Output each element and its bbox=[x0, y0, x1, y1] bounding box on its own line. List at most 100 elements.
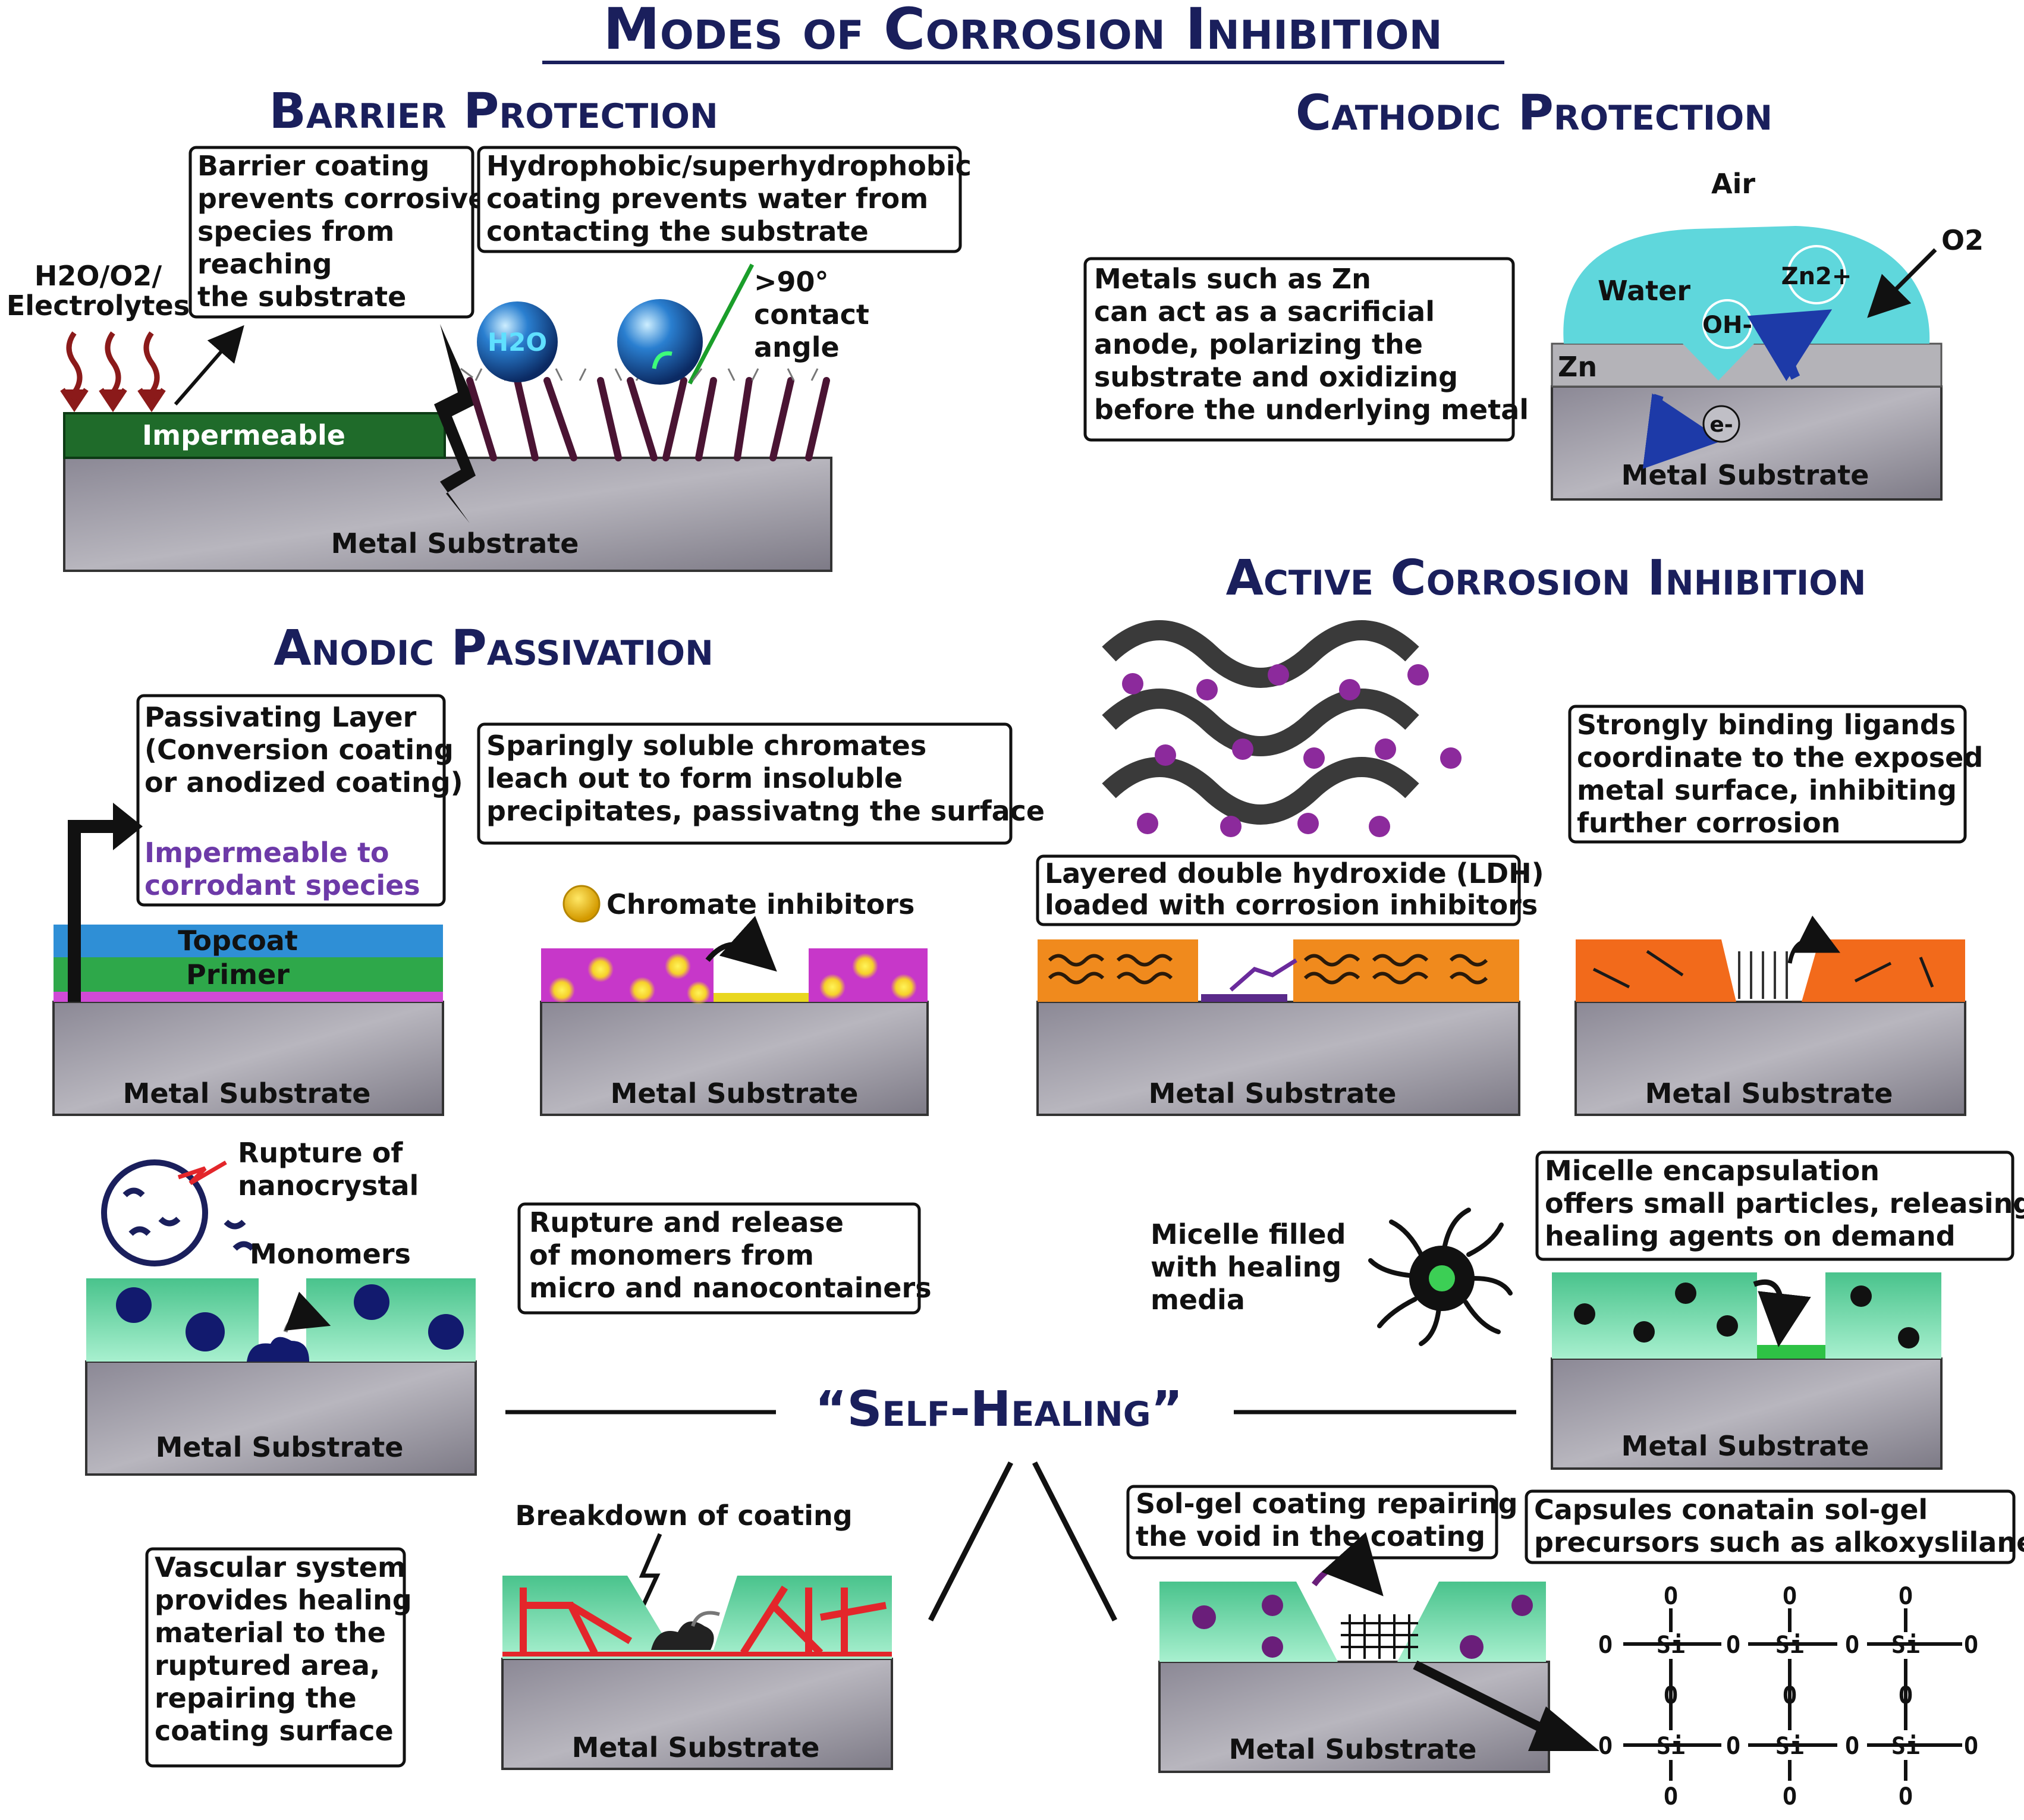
zn-ion-arrow bbox=[1747, 309, 1833, 382]
self-healing-substrate-4-label: Metal Substrate bbox=[1229, 1733, 1477, 1765]
micelle-box-line2: offers small particles, releasing bbox=[1545, 1187, 2024, 1219]
cathodic-section: Cathodic Protection Air Metals such as Z… bbox=[1083, 85, 1984, 501]
container-coating-left bbox=[86, 1278, 259, 1362]
anodic-section: Anodic Passivation Passivating Layer (Co… bbox=[52, 620, 1045, 1116]
barrier-box1-line4: reaching bbox=[197, 248, 332, 280]
solgel-big-arrowhead bbox=[1528, 1706, 1599, 1751]
release-line3: micro and nanocontainers bbox=[529, 1272, 932, 1304]
barrier-arrow bbox=[174, 325, 244, 406]
water-label: Water bbox=[1598, 275, 1690, 307]
self-healing-substrate-1-label: Metal Substrate bbox=[156, 1431, 404, 1463]
incoming-species-line1: H2O/O2/ bbox=[34, 260, 162, 292]
ldh-inhibitor-film bbox=[1201, 994, 1287, 1002]
passivating-box bbox=[136, 694, 446, 907]
solgel-big-arrow bbox=[1413, 1660, 1560, 1741]
main-title: Modes of Corrosion Inhibition bbox=[603, 0, 1442, 62]
rupture-line1: Rupture of bbox=[238, 1137, 403, 1169]
o-atom: O bbox=[1664, 1682, 1678, 1709]
self-healing-substrate-3 bbox=[501, 1658, 893, 1770]
impermeable-layer bbox=[63, 412, 446, 459]
self-healing-substrate-2-label: Metal Substrate bbox=[1621, 1430, 1869, 1462]
self-healing-branch-left bbox=[928, 1461, 1014, 1622]
o-atom: O bbox=[1899, 1583, 1913, 1610]
silica-network: Si Si Si Si Si Si O O O O O O O O O O O … bbox=[1598, 1583, 1978, 1810]
self-healing-substrate-3-label: Metal Substrate bbox=[572, 1731, 820, 1764]
vascular-line2: provides healing bbox=[155, 1584, 412, 1616]
solgel-capsules bbox=[1192, 1595, 1533, 1659]
si-atom: Si bbox=[1891, 1733, 1920, 1760]
ldh-waves bbox=[1102, 620, 1419, 825]
water-droplet-label: H2O bbox=[488, 328, 547, 357]
chromate-label: Chromate inhibitors bbox=[606, 888, 914, 920]
electron-arrow bbox=[1642, 393, 1723, 469]
topcoat-label: Topcoat bbox=[178, 925, 298, 957]
o-atom: O bbox=[1598, 1733, 1613, 1760]
self-healing-branch-right bbox=[1032, 1461, 1118, 1622]
si-atom: Si bbox=[1775, 1632, 1804, 1659]
ligand-arrow bbox=[1787, 915, 1841, 964]
cathodic-line3: anode, polarizing the bbox=[1094, 328, 1423, 360]
micelle-healed-film bbox=[1757, 1345, 1825, 1359]
micelle-line3: media bbox=[1151, 1284, 1245, 1316]
solgel-line2: the void in the coating bbox=[1136, 1520, 1485, 1552]
cathodic-box bbox=[1083, 257, 1515, 442]
anodic-substrate-2 bbox=[540, 1001, 929, 1116]
active-heading: Active Corrosion Inhibition bbox=[1226, 550, 1866, 606]
self-healing-substrate-2 bbox=[1551, 1357, 1943, 1470]
barrier-coating-box bbox=[188, 146, 474, 319]
vascular-line4: ruptured area, bbox=[155, 1649, 380, 1681]
vascular-coating bbox=[502, 1576, 892, 1659]
passivating-line2: (Conversion coating bbox=[144, 734, 454, 766]
o-atom: O bbox=[1845, 1733, 1859, 1760]
vascular-line1: Vascular system bbox=[155, 1551, 406, 1583]
micelle-line2: with healing bbox=[1151, 1251, 1341, 1283]
micelle-particles bbox=[1574, 1283, 1919, 1349]
micelle-box-line1: Micelle encapsulation bbox=[1545, 1155, 1880, 1187]
cathodic-substrate-label: Metal Substrate bbox=[1621, 459, 1869, 491]
contact-angle-line3: angle bbox=[754, 331, 840, 363]
capsules-box bbox=[1525, 1489, 2016, 1564]
primer-label: Primer bbox=[186, 958, 290, 991]
ldh-line2: loaded with corrosion inhibitors bbox=[1045, 889, 1538, 921]
ligand-line3: metal surface, inhibiting bbox=[1577, 774, 1957, 806]
electron-label: e- bbox=[1709, 413, 1733, 437]
passivating-note2: corrodant species bbox=[144, 869, 420, 901]
passivating-arrowhead bbox=[113, 803, 143, 850]
passivating-line1: Passivating Layer bbox=[144, 701, 417, 733]
contact-angle-line2: contact bbox=[754, 298, 869, 331]
cathodic-line5: before the underlying metal bbox=[1094, 394, 1529, 426]
ldh-coating-right bbox=[1293, 939, 1519, 1002]
zn-label: Zn bbox=[1558, 351, 1597, 383]
air-label: Air bbox=[1711, 168, 1755, 200]
topcoat-layer bbox=[54, 925, 443, 957]
hydrophobic-line2: coating prevents water from bbox=[486, 183, 928, 215]
active-section: Active Corrosion Inhibition Layered doub… bbox=[1036, 550, 1983, 1116]
electron-circle bbox=[1702, 405, 1740, 443]
ldh-coating-left bbox=[1038, 939, 1198, 1002]
barrier-heading: Barrier Protection bbox=[269, 83, 718, 140]
o-atom: O bbox=[1598, 1632, 1613, 1659]
solgel-arrow bbox=[1312, 1532, 1384, 1596]
o2-label: O2 bbox=[1941, 224, 1984, 256]
o-atom: O bbox=[1783, 1682, 1797, 1709]
ligand-box bbox=[1568, 705, 1967, 844]
hydrophobic-line1: Hydrophobic/superhydrophobic bbox=[486, 150, 972, 182]
breakdown-bolt bbox=[637, 1533, 662, 1615]
o-atom: O bbox=[1726, 1632, 1740, 1659]
active-substrate-2 bbox=[1574, 1001, 1966, 1116]
self-healing-heading: “Self-Healing” bbox=[815, 1381, 1183, 1438]
self-healing-section: Rupture of nanocrystal Monomers Metal Su… bbox=[85, 1137, 2024, 1810]
monomer-fill bbox=[247, 1337, 309, 1362]
ldh-line1: Layered double hydroxide (LDH) bbox=[1045, 857, 1544, 889]
o-atom: O bbox=[1664, 1783, 1678, 1810]
vascular-network bbox=[520, 1585, 887, 1656]
ldh-mini-waves bbox=[1048, 954, 1488, 985]
breakdown-label: Breakdown of coating bbox=[515, 1500, 852, 1532]
o-atom: O bbox=[1964, 1632, 1978, 1659]
chromate-dots bbox=[549, 953, 917, 1005]
o-atom: O bbox=[1783, 1583, 1797, 1610]
micelle-release-arrow bbox=[1753, 1279, 1811, 1347]
vascular-line6: coating surface bbox=[155, 1715, 394, 1747]
micelle-icon bbox=[1368, 1208, 1513, 1346]
